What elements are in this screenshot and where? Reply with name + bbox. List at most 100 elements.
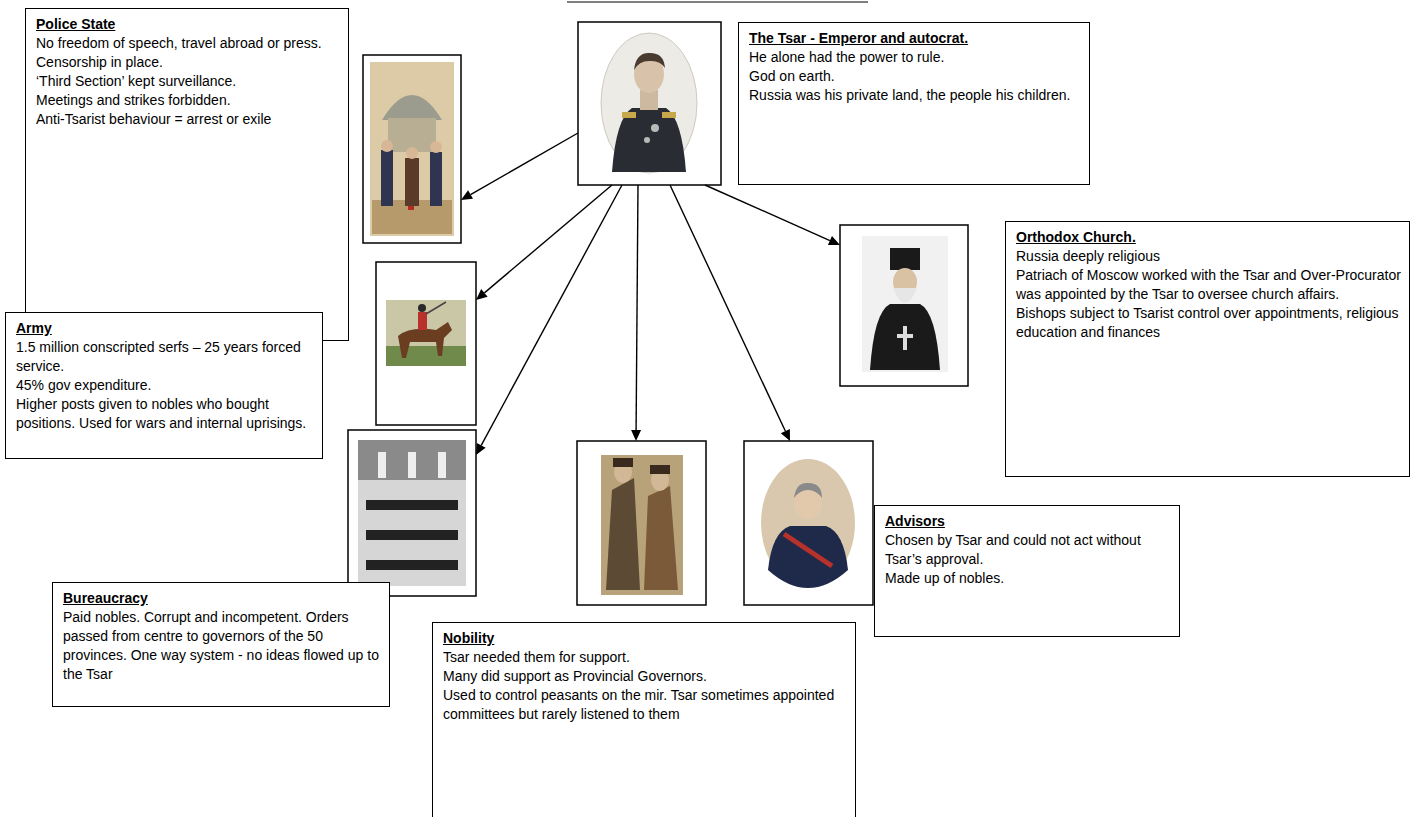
grass bbox=[386, 346, 466, 366]
text-box: Orthodox Church.Russia deeply religiousP… bbox=[1005, 221, 1410, 477]
noble-hat bbox=[650, 465, 670, 474]
prisoner-head bbox=[406, 147, 418, 159]
box-heading: Bureaucracy bbox=[63, 589, 381, 608]
box-text: Anti-Tsarist behaviour = arrest or exile bbox=[36, 110, 340, 129]
gendarme bbox=[430, 152, 442, 206]
connector-line bbox=[471, 133, 578, 195]
box-heading: Police State bbox=[36, 15, 340, 34]
gendarme bbox=[381, 150, 393, 206]
text-box: NobilityTsar needed them for support.Man… bbox=[432, 622, 856, 817]
police-picture bbox=[363, 55, 461, 243]
advisor-picture bbox=[744, 441, 873, 605]
epaulette bbox=[622, 112, 636, 118]
box-heading: Nobility bbox=[443, 629, 847, 648]
box-text: 1.5 million conscripted serfs – 25 years… bbox=[16, 338, 314, 376]
building bbox=[388, 118, 436, 152]
box-text: No freedom of speech, travel abroad or p… bbox=[36, 34, 340, 72]
picture-ground bbox=[370, 62, 454, 236]
rider-head bbox=[418, 304, 426, 312]
beard bbox=[893, 288, 917, 303]
picture-frame bbox=[363, 55, 461, 243]
nobility-picture bbox=[577, 441, 706, 605]
picture-frame bbox=[840, 225, 968, 386]
box-text: Meetings and strikes forbidden. bbox=[36, 91, 340, 110]
box-text: Patriach of Moscow worked with the Tsar … bbox=[1016, 266, 1401, 304]
box-heading: The Tsar - Emperor and autocrat. bbox=[749, 29, 1081, 48]
topic-node: Police StateNo freedom of speech, travel… bbox=[25, 8, 461, 341]
connector-arrow bbox=[670, 185, 790, 441]
box-text: Higher posts given to nobles who bought … bbox=[16, 395, 314, 433]
box-text: ‘Third Section’ kept surveillance. bbox=[36, 72, 340, 91]
box-heading: Orthodox Church. bbox=[1016, 228, 1401, 247]
picture-frame bbox=[744, 441, 873, 605]
picture-ground bbox=[601, 455, 683, 595]
connector-line bbox=[636, 185, 638, 430]
box-text: Made up of nobles. bbox=[885, 569, 1171, 588]
noble-robe bbox=[644, 486, 678, 590]
box-text: 45% gov expenditure. bbox=[16, 376, 314, 395]
epaulette bbox=[662, 112, 676, 118]
robe bbox=[870, 304, 940, 370]
box-heading: Army bbox=[16, 319, 314, 338]
gendarme-head bbox=[381, 140, 393, 152]
box-text: Used to control peasants on the mir. Tsa… bbox=[443, 686, 847, 724]
picture-ground bbox=[386, 300, 466, 366]
hair bbox=[634, 53, 665, 70]
uniform bbox=[612, 108, 686, 172]
box-text: Bishops subject to Tsarist control over … bbox=[1016, 304, 1401, 342]
topic-node: Orthodox Church.Russia deeply religiousP… bbox=[840, 221, 1410, 477]
picture-frame bbox=[578, 22, 721, 185]
church-picture bbox=[840, 225, 968, 386]
arrowhead bbox=[631, 430, 641, 441]
window bbox=[378, 452, 386, 478]
connector-arrow bbox=[476, 185, 622, 455]
box-text: Paid nobles. Corrupt and incompetent. Or… bbox=[63, 608, 381, 684]
box-text: Chosen by Tsar and could not act without… bbox=[885, 531, 1171, 569]
box-text: He alone had the power to rule. bbox=[749, 48, 1081, 67]
box-text: Russia was his private land, the people … bbox=[749, 86, 1081, 105]
arrowhead bbox=[828, 236, 840, 245]
portrait-oval bbox=[761, 459, 855, 587]
topic-node: AdvisorsChosen by Tsar and could not act… bbox=[744, 441, 1180, 637]
box-heading: Advisors bbox=[885, 512, 1171, 531]
text-box: Police StateNo freedom of speech, travel… bbox=[25, 8, 349, 341]
title-underline bbox=[567, 2, 868, 3]
connector-line bbox=[705, 185, 830, 241]
picture-frame bbox=[376, 262, 476, 425]
cross bbox=[897, 326, 913, 350]
topic-node: The Tsar - Emperor and autocrat.He alone… bbox=[578, 22, 1090, 185]
connector-arrow bbox=[631, 185, 641, 441]
arrowhead bbox=[476, 443, 486, 455]
box-text: God on earth. bbox=[749, 67, 1081, 86]
connector-arrow bbox=[705, 185, 840, 245]
window bbox=[438, 452, 446, 478]
box-text: Russia deeply religious bbox=[1016, 247, 1401, 266]
hair bbox=[794, 483, 822, 498]
picture-ground bbox=[358, 440, 466, 586]
connector-line bbox=[670, 185, 785, 431]
topic-node: BureaucracyPaid nobles. Corrupt and inco… bbox=[52, 430, 476, 707]
connector-arrow bbox=[461, 133, 578, 200]
topic-node: NobilityTsar needed them for support.Man… bbox=[432, 441, 856, 817]
text-box: The Tsar - Emperor and autocrat.He alone… bbox=[738, 22, 1090, 185]
coat bbox=[768, 526, 848, 588]
box-text: Tsar needed them for support. bbox=[443, 648, 847, 667]
rider bbox=[418, 312, 427, 330]
detail bbox=[408, 206, 414, 210]
medal bbox=[644, 137, 650, 143]
picture-frame bbox=[348, 430, 476, 596]
topic-node: Army1.5 million conscripted serfs – 25 y… bbox=[5, 262, 476, 459]
army-picture bbox=[376, 262, 476, 425]
arrowhead bbox=[781, 429, 790, 441]
rows-of-officials bbox=[366, 500, 458, 570]
prisoner bbox=[405, 158, 419, 206]
picture-frame bbox=[577, 441, 706, 605]
hat bbox=[890, 248, 920, 270]
arrowhead bbox=[476, 289, 488, 300]
medal bbox=[651, 124, 659, 132]
arrowhead bbox=[461, 190, 473, 200]
text-box: Army1.5 million conscripted serfs – 25 y… bbox=[5, 312, 323, 459]
connector-line bbox=[481, 185, 622, 445]
tsar-portrait bbox=[578, 22, 721, 185]
box-text: Many did support as Provincial Governors… bbox=[443, 667, 847, 686]
